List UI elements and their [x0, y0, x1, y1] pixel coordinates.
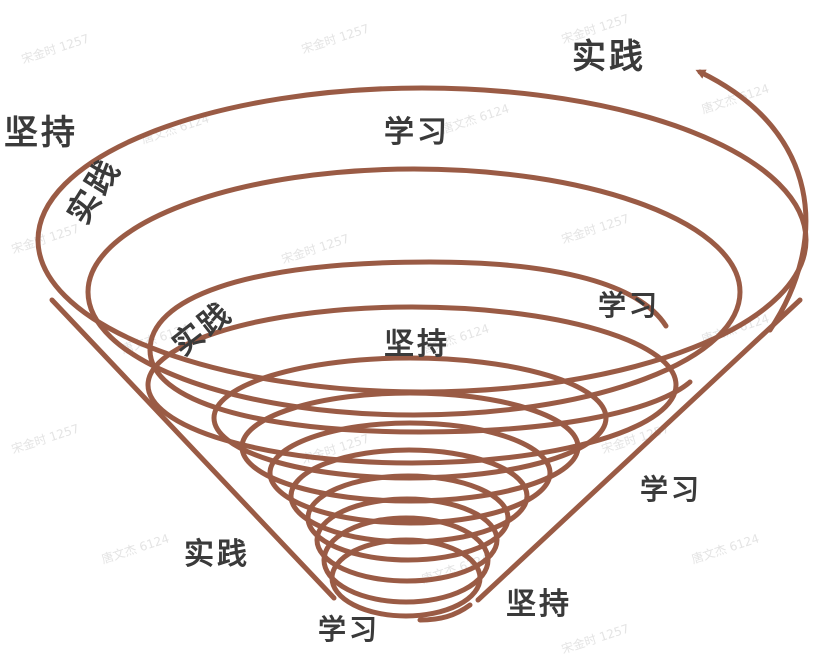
spiral-ring-11	[321, 515, 491, 605]
spiral-ring-12	[329, 537, 483, 619]
label-practice-top: 实践	[572, 37, 646, 77]
cone-left-edge	[49, 297, 337, 601]
spiral-tail	[417, 602, 473, 623]
label-study-ring3: 学习	[598, 289, 661, 322]
spiral-ring-2	[85, 166, 743, 418]
label-persist-outer: 坚持	[4, 113, 78, 153]
label-persist-ring4: 坚持	[384, 327, 450, 362]
label-study-outer: 学习	[384, 115, 450, 150]
spiral-ring-3	[147, 259, 693, 435]
spiral-ring-9	[305, 473, 511, 563]
spiral-ring-7	[267, 420, 553, 526]
label-persist-bottom: 坚持	[506, 587, 572, 622]
label-practice-lower: 实践	[184, 537, 250, 572]
cone-right-edge	[475, 297, 803, 603]
label-study-lower: 学习	[640, 473, 703, 506]
ascending-arrow	[695, 69, 809, 333]
label-study-bottom: 学习	[318, 613, 381, 646]
spiral-ring-4	[145, 304, 679, 466]
spiral-ring-10	[314, 496, 500, 584]
